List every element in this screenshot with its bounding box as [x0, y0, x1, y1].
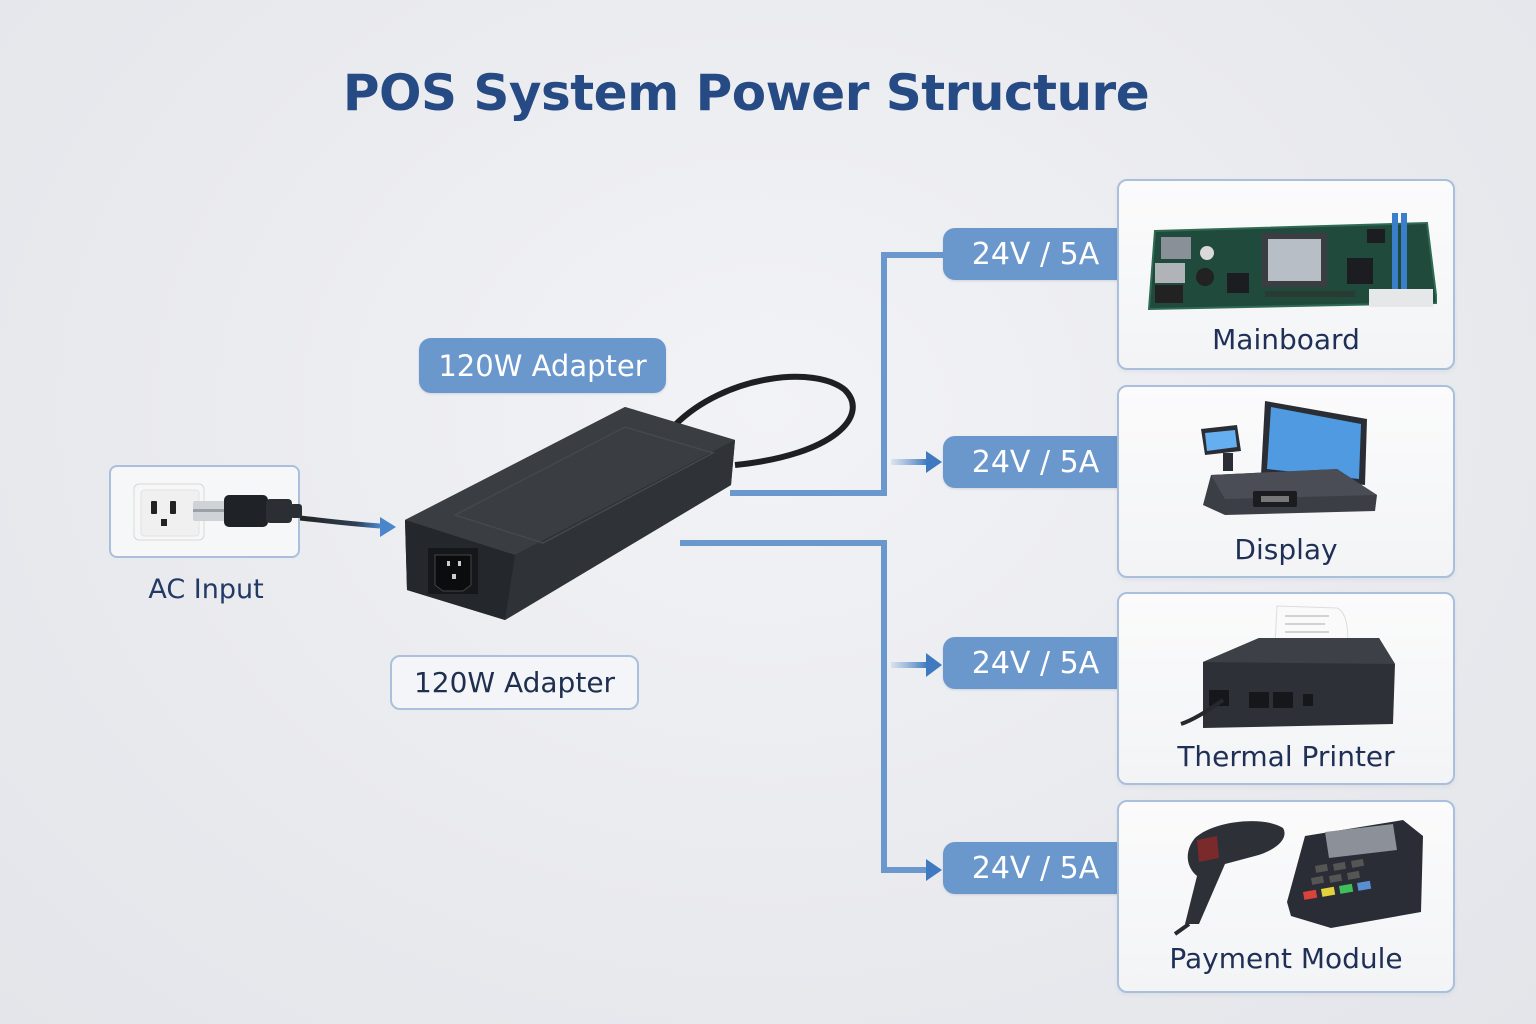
wire-printer	[891, 662, 927, 668]
scanner-and-card-terminal-icon	[1173, 820, 1423, 936]
rating-badge-mainboard: 24V / 5A	[943, 228, 1128, 280]
arrow-head	[926, 859, 942, 881]
device-label-display: Display	[1234, 533, 1338, 566]
wall-outlet-plug-icon	[133, 483, 302, 541]
device-label-mainboard: Mainboard	[1212, 323, 1360, 356]
diagram-title: POS System Power Structure	[342, 64, 1150, 122]
adapter-badge: 120W Adapter	[419, 338, 666, 393]
device-card-printer: Thermal Printer	[1117, 592, 1455, 785]
arrow-head	[926, 653, 942, 677]
device-label-printer: Thermal Printer	[1177, 740, 1395, 773]
arrow-head	[380, 517, 396, 537]
rating-badge-payment: 24V / 5A	[943, 842, 1128, 894]
device-card-mainboard: Mainboard	[1117, 179, 1455, 370]
device-card-display: Display	[1117, 385, 1455, 578]
wire-display	[891, 459, 927, 465]
device-card-payment: Payment Module	[1117, 800, 1455, 993]
rating-badge-display: 24V / 5A	[943, 436, 1128, 488]
rating-badge-printer: 24V / 5A	[943, 637, 1128, 689]
adapter-caption: 120W Adapter	[390, 655, 639, 710]
ac-input-label: AC Input	[148, 574, 264, 605]
power-adapter-brick-icon	[405, 373, 856, 620]
ac-input-card	[109, 465, 302, 558]
device-label-payment: Payment Module	[1169, 942, 1403, 975]
pos-terminal-display-icon	[1201, 401, 1377, 515]
arrow-head	[926, 451, 942, 473]
receipt-printer-icon	[1180, 605, 1395, 728]
circuit-board-icon	[1147, 213, 1437, 311]
